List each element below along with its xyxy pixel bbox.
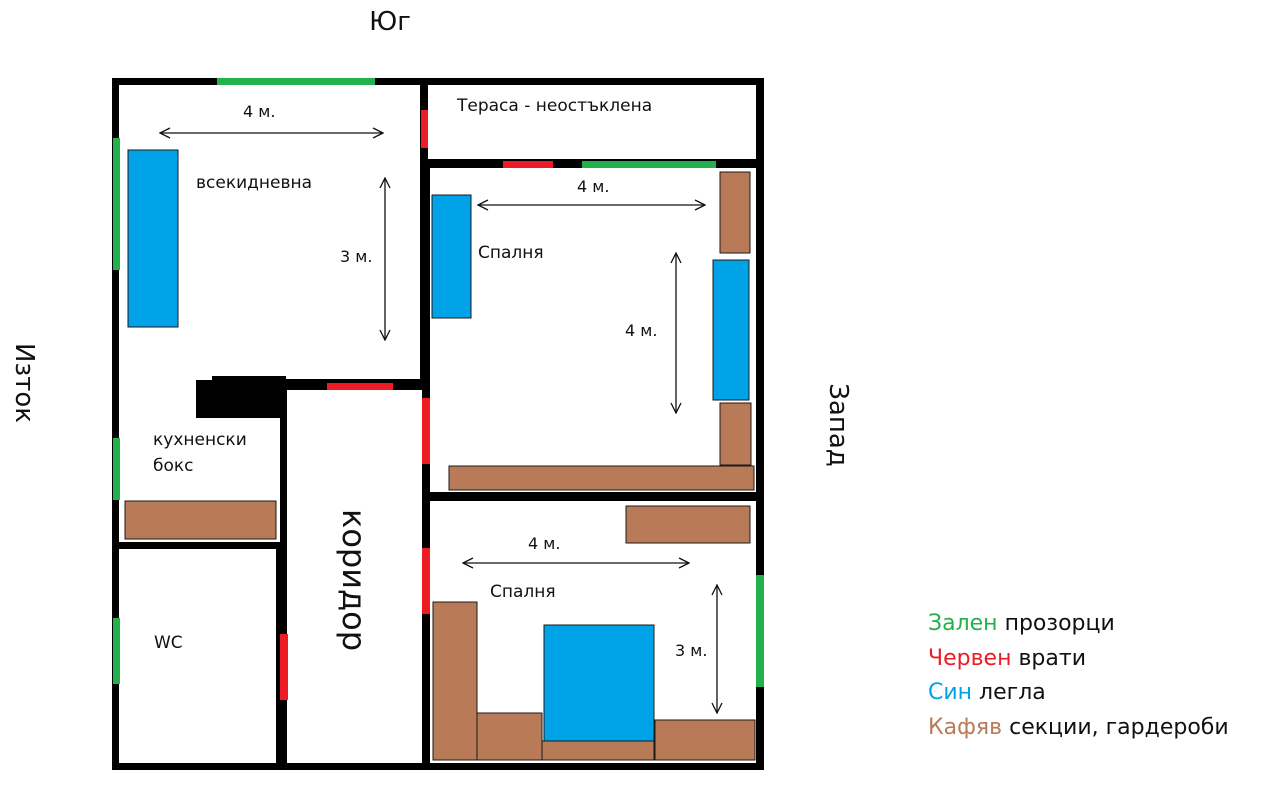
wardrobe (719, 171, 751, 254)
kitchen-block-top (212, 376, 286, 384)
wardrobe (541, 740, 655, 761)
door (421, 110, 428, 148)
outer-wall-bottom (112, 763, 764, 770)
room-label-kitchen-line2: бокс (153, 456, 194, 476)
legend-meaning: прозорци (1005, 611, 1115, 636)
dim-bedroom1-height: 4 м. (625, 321, 657, 340)
wardrobe (625, 505, 751, 544)
legend-item-windows: Зален прозорци (928, 611, 1115, 636)
wardrobe (654, 719, 756, 761)
door (422, 548, 430, 614)
legend-color-word: Червен (928, 646, 1011, 671)
wardrobe (432, 601, 478, 761)
legend-item-doors: Червен врати (928, 646, 1086, 671)
window (582, 161, 716, 168)
beds (127, 149, 750, 744)
furniture (124, 171, 756, 761)
window (217, 78, 375, 85)
legend-item-furniture: Кафяв секции, гардероби (928, 715, 1229, 740)
door (280, 634, 288, 700)
direction-south: Юг (369, 7, 411, 37)
room-label-terrace: Тераса - неостъклена (456, 96, 652, 116)
door (422, 398, 430, 464)
room-label-bedroom1: Спалня (478, 243, 544, 263)
wall-kitchen-wc (112, 542, 287, 549)
direction-east: Изток (9, 343, 39, 423)
wall-bedroom-left (422, 159, 430, 499)
outer-wall-top (112, 78, 764, 85)
window (756, 575, 764, 687)
bed-bedroom2 (543, 624, 655, 744)
room-label-corridor: коридор (335, 509, 373, 651)
window (113, 438, 120, 500)
legend-meaning: врати (1018, 646, 1086, 671)
wardrobe (448, 465, 755, 491)
dim-living-width: 4 м. (243, 102, 275, 121)
legend-color-word: Кафяв (928, 715, 1002, 740)
legend-color-word: Зален (928, 611, 998, 636)
dim-living-height: 3 м. (340, 247, 372, 266)
wardrobe (719, 402, 752, 466)
legend-meaning: легла (979, 680, 1046, 705)
windows (113, 78, 764, 687)
bed-living (127, 149, 179, 328)
room-label-living: всекидневна (196, 173, 312, 193)
legend-item-beds: Син легла (928, 680, 1046, 705)
outer-wall-left (112, 78, 119, 770)
direction-west: Запад (823, 383, 853, 467)
window (113, 618, 120, 684)
dim-bedroom2-width: 4 м. (528, 534, 560, 553)
dim-bedroom2-height: 3 м. (675, 641, 707, 660)
legend-meaning: секции, гардероби (1009, 715, 1229, 740)
room-label-kitchen-line1: кухненски (153, 430, 247, 450)
wall-between-bedrooms (422, 492, 764, 501)
doors (280, 110, 553, 700)
wall-living-bottom (285, 379, 428, 386)
wardrobe (476, 712, 543, 761)
bed-bedroom1-left (431, 194, 472, 319)
door (327, 383, 393, 390)
bed-bedroom1-right (712, 259, 750, 401)
kitchen-counter (124, 500, 277, 540)
wall-bedroom2-left (422, 492, 430, 770)
room-label-wc: WC (154, 633, 183, 653)
door (503, 161, 553, 168)
kitchen-block (196, 380, 286, 418)
dim-bedroom1-width: 4 м. (577, 177, 609, 196)
room-label-bedroom2: Спалня (490, 582, 556, 602)
legend-color-word: Син (928, 680, 972, 705)
window (113, 138, 120, 270)
legend: Зален прозорци Червен врати Син легла Ка… (928, 611, 1229, 740)
dimension-arrows (160, 133, 717, 713)
outer-wall-right (756, 78, 764, 770)
